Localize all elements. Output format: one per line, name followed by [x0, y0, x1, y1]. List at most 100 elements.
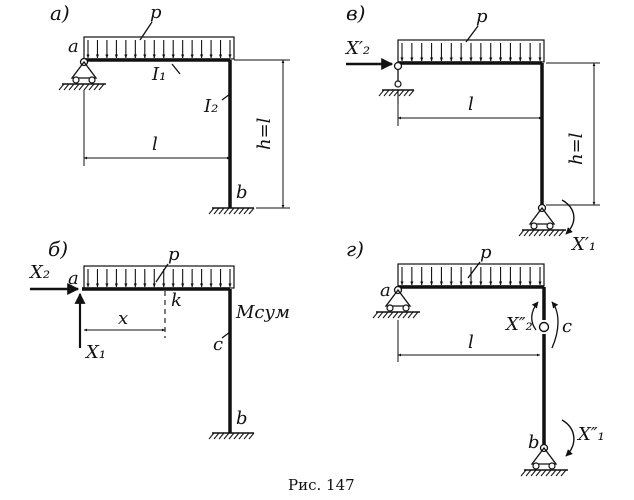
hatch-line — [78, 83, 85, 91]
panel-g-node-c: c — [562, 316, 572, 337]
hatch-line — [388, 89, 395, 97]
panel-g-load-label: p — [480, 242, 492, 263]
panel-g-pin-support-b — [520, 443, 568, 477]
hatch-line — [412, 311, 419, 319]
panel-a-node-a: a — [68, 36, 79, 57]
hatch-line — [238, 432, 245, 440]
panel-a-fixed-support — [208, 207, 255, 215]
panel-g-node-b: b — [528, 432, 540, 453]
panel-g-node-a: a — [380, 280, 391, 301]
panel-v-pin-support-bottom — [518, 203, 566, 237]
hatch-line — [540, 469, 547, 477]
hatch-line — [243, 207, 250, 215]
hatch-line — [58, 83, 65, 91]
hatch-line — [223, 207, 230, 215]
panel-b-node-c: c — [213, 334, 223, 355]
panel-b-force-x2-label: X₂ — [28, 262, 50, 283]
hatch-line — [398, 89, 405, 97]
panel-v-load-label: p — [476, 6, 488, 27]
panel-a-inertia-column-leader — [221, 93, 231, 101]
hatch-line — [533, 229, 540, 237]
panel-v-moment-x1-arrow — [561, 199, 575, 235]
hatch-line — [403, 89, 410, 97]
panel-g-load-leader — [467, 261, 481, 279]
hatch-line — [543, 229, 550, 237]
panel-b-node-b: b — [236, 408, 248, 429]
hatch-line — [523, 229, 530, 237]
panel-b-moment-label: Mсум — [235, 302, 290, 323]
hatch-line — [243, 432, 250, 440]
panel-g-moment-x1-arrow — [561, 419, 575, 457]
hatch-line — [248, 207, 255, 215]
panel-v-span-label: l — [468, 94, 474, 115]
hatch-line — [218, 432, 225, 440]
hatch-line — [392, 311, 399, 319]
hatch-line — [558, 229, 565, 237]
hatch-line — [535, 469, 542, 477]
hatch-line — [560, 469, 567, 477]
hatch-line — [68, 83, 75, 91]
hatch-line — [213, 207, 220, 215]
hatch-line — [223, 432, 230, 440]
hatch-line — [402, 311, 409, 319]
hatch-line — [397, 311, 404, 319]
panel-a-load-arrows — [86, 40, 232, 59]
panel-v-label: в) — [346, 1, 365, 25]
panel-v-force-x2-label: X′₂ — [344, 38, 370, 59]
hatch-line — [545, 469, 552, 477]
panel-b-load-arrows — [86, 269, 232, 288]
panel-v: в) p X′₂ X′₁ — [344, 1, 600, 255]
panel-b-load-label: p — [168, 244, 180, 265]
panel-a-inertia-beam: I₁ — [151, 64, 166, 85]
hatch-line — [407, 311, 414, 319]
hatch-line — [83, 83, 90, 91]
hatch-line — [88, 83, 95, 91]
panel-g-moment-x1-label: X″₁ — [576, 424, 605, 445]
panel-b: б) p X₂ X₁ k x a Mсум c b — [28, 237, 290, 440]
hatch-line — [387, 311, 394, 319]
panel-g-span-label: l — [468, 332, 474, 353]
hatch-line — [520, 469, 527, 477]
hatch-line — [238, 207, 245, 215]
panel-g-hinge-force-arrow-right — [551, 301, 559, 349]
hatch-line — [408, 89, 415, 97]
hatch-line — [93, 83, 100, 91]
panel-a-height-label: h=l — [254, 117, 275, 150]
hatch-line — [73, 83, 80, 91]
panel-v-moment-x1-label: X′₁ — [570, 234, 596, 255]
hatch-line — [228, 207, 235, 215]
hatch-line — [548, 229, 555, 237]
figure-caption: Рис. 147 — [288, 476, 355, 494]
panel-b-force-x1-label: X₁ — [84, 342, 106, 363]
panel-g-hinge-force-arrow-left — [531, 301, 539, 331]
hatch-line — [553, 229, 560, 237]
hatch-line — [550, 469, 557, 477]
hatch-line — [518, 229, 525, 237]
hatch-line — [382, 311, 389, 319]
panel-a-span-label: l — [152, 134, 158, 155]
hatch-line — [233, 432, 240, 440]
panel-b-x-label: x — [118, 308, 128, 329]
hatch-line — [208, 432, 215, 440]
panel-g-label: г) — [346, 237, 364, 261]
panel-g-hinge-force-label: X″₂ — [504, 314, 533, 335]
hatch-line — [98, 83, 105, 91]
panel-v-height-label: h=l — [566, 132, 587, 165]
panel-a: а) p a b I₁ I₂ l — [50, 1, 290, 215]
panel-a-pin-support — [58, 57, 106, 91]
panel-a-load-label: p — [150, 2, 162, 23]
panel-v-load-arrows — [400, 43, 542, 62]
hatch-line — [248, 432, 255, 440]
hatch-line — [233, 207, 240, 215]
hatch-line — [372, 311, 379, 319]
hatch-line — [378, 89, 385, 97]
hatch-line — [555, 469, 562, 477]
panel-v-load-leader — [465, 25, 479, 43]
panel-a-node-b: b — [236, 182, 248, 203]
hatch-line — [208, 207, 215, 215]
hatch-line — [63, 83, 70, 91]
hatch-line — [383, 89, 390, 97]
panel-a-label: а) — [50, 1, 70, 25]
hatch-line — [528, 229, 535, 237]
